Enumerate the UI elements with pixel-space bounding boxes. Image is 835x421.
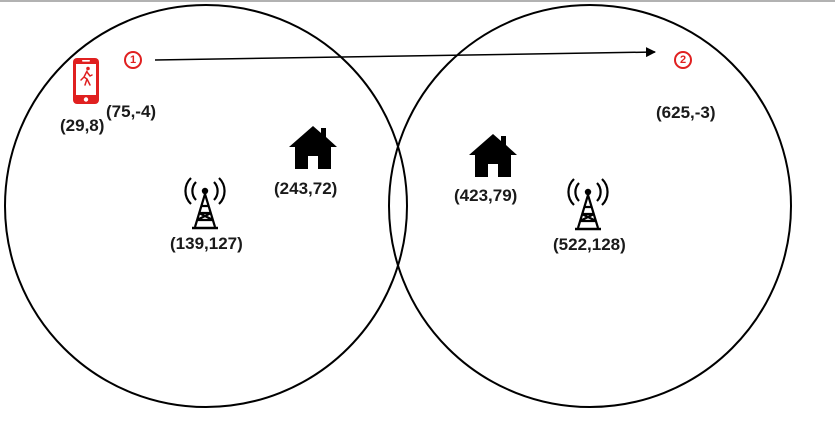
- phone-position-label: (29,8): [60, 116, 105, 135]
- coverage-circle-right: [388, 4, 792, 408]
- start-point-label: (75,-4): [106, 102, 157, 121]
- end-point-label: (625,-3): [656, 103, 716, 122]
- trajectory-arrow: [154, 47, 656, 61]
- house-left-label: (243,72): [274, 179, 338, 198]
- tower-left-label: (139,127): [170, 234, 243, 253]
- house-right-label: (423,79): [454, 186, 518, 205]
- end-marker: 2: [674, 51, 692, 69]
- start-marker: 1: [124, 51, 142, 69]
- tower-right-label: (522,128): [553, 235, 626, 254]
- coverage-circle-left: [4, 4, 408, 408]
